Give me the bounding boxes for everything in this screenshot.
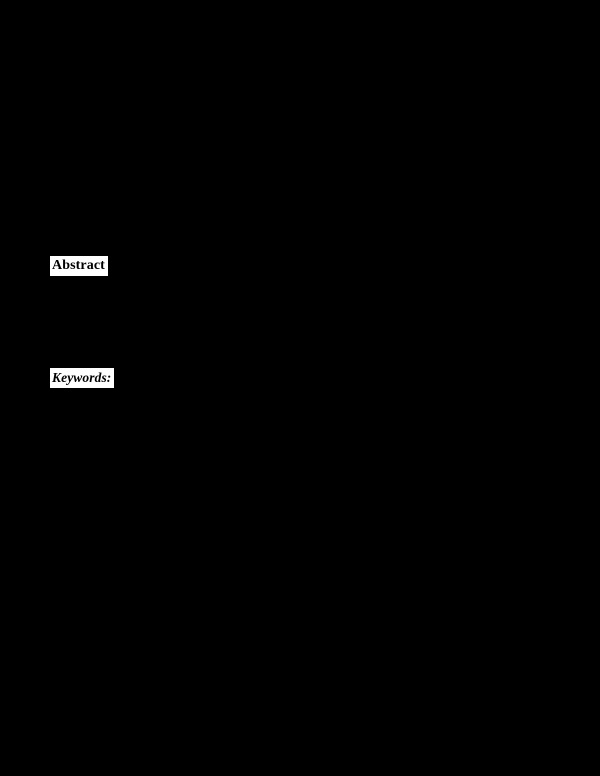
- redaction-block-abstract-body: [0, 276, 600, 368]
- redaction-block-keywords-body: [0, 388, 600, 776]
- redaction-block-title-and-authors: [0, 0, 600, 256]
- abstract-heading: Abstract: [50, 256, 108, 276]
- keywords-label: Keywords:: [50, 368, 115, 388]
- redaction-block-keywords-label-trailing: [109, 368, 600, 388]
- redaction-block-abstract-heading-trailing: [100, 256, 600, 276]
